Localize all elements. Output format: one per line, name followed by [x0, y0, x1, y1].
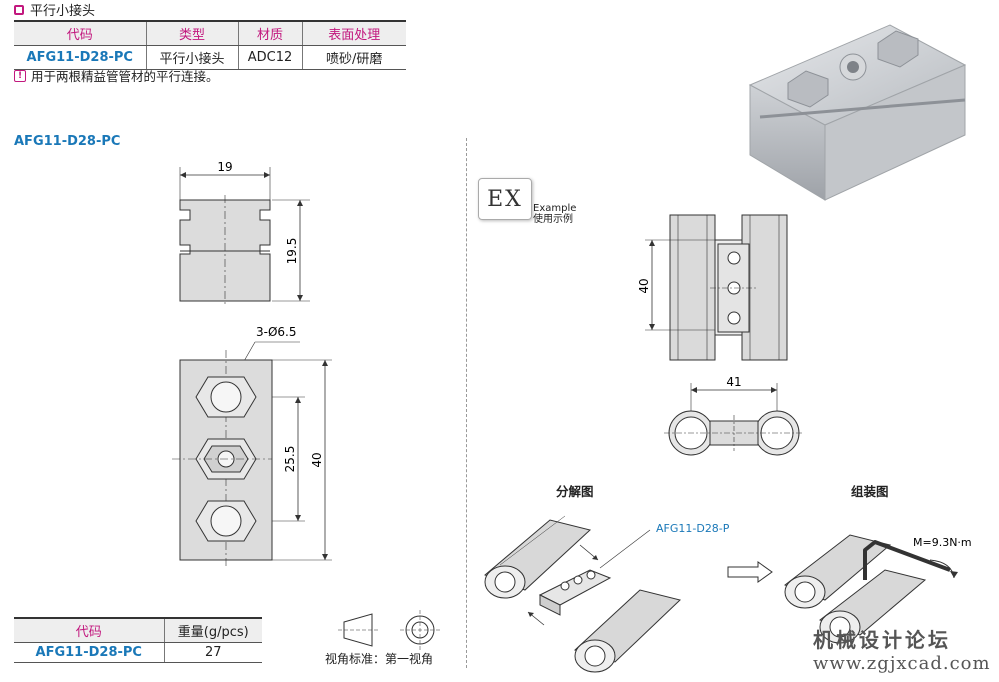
dim-pitch-label: 25.5: [283, 446, 297, 473]
weight-cell-weight: 27: [163, 642, 262, 663]
example-dim-41-label: 41: [726, 375, 741, 389]
exploded-view: AFG11-D28-PC: [484, 515, 730, 673]
weight-cell-code: AFG11-D28-PC: [14, 642, 164, 663]
section-title: AFG11-D28-PC: [14, 134, 121, 149]
spec-cell-type: 平行小接头: [145, 45, 238, 70]
weight-table: 代码 重量(g/pcs) AFG11-D28-PC 27: [14, 617, 262, 663]
example-label-cn: 使用示例: [533, 214, 573, 225]
page-header: 平行小接头: [14, 0, 95, 19]
projection-label: 视角标准：第一视角: [325, 652, 434, 666]
square-bullet-icon: [14, 4, 24, 15]
weight-header-weight: 重量(g/pcs): [163, 617, 262, 643]
example-dim-40-label: 40: [637, 278, 651, 293]
spec-cell-code: AFG11-D28-PC: [14, 45, 146, 70]
torque-label: M=9.3N·m: [913, 536, 972, 549]
exploded-callout: AFG11-D28-PC: [656, 522, 730, 535]
watermark-en: www.zgjxcad.com: [813, 653, 991, 674]
exploded-title: 分解图: [556, 484, 594, 499]
first-angle-projection-icon: [338, 610, 440, 650]
hole-callout: 3-Ø6.5: [256, 325, 297, 339]
dim-height-label: 19.5: [285, 238, 299, 265]
spec-header-type: 类型: [145, 20, 238, 46]
usage-note-text: 用于两根精益管管材的平行连接。: [31, 69, 219, 84]
watermark: 机械设计论坛 www.zgjxcad.com: [813, 624, 991, 674]
right-arrow-icon: [727, 561, 773, 583]
exclamation-icon: !: [14, 69, 26, 82]
spec-header-material: 材质: [237, 20, 302, 46]
product-photo: [748, 24, 967, 201]
watermark-cn: 机械设计论坛: [813, 628, 951, 652]
usage-note: ! 用于两根精益管管材的平行连接。: [14, 66, 219, 85]
spec-cell-finish: 喷砂/研磨: [301, 45, 406, 70]
spec-table: 代码 类型 材质 表面处理 AFG11-D28-PC 平行小接头 ADC12 喷…: [14, 20, 406, 70]
side-view-drawing: 19 19.5: [179, 160, 310, 305]
example-front-view: 40: [637, 214, 788, 361]
page-title: 平行小接头: [30, 4, 96, 19]
example-section-view: 41: [664, 375, 804, 456]
dim-width-label: 19: [217, 160, 232, 174]
assembled-title: 组装图: [851, 484, 889, 499]
top-view-drawing: 3-Ø6.5 25.5 40: [172, 325, 332, 568]
spec-header-code: 代码: [14, 20, 146, 46]
assembled-view: M=9.3N·m: [783, 534, 972, 644]
weight-header-code: 代码: [14, 617, 164, 643]
spec-cell-material: ADC12: [237, 45, 302, 70]
column-divider: [466, 138, 467, 668]
spec-header-finish: 表面处理: [301, 20, 406, 46]
dim-length-label: 40: [310, 452, 324, 467]
example-label: Example 使用示例: [533, 203, 576, 225]
example-badge: EX: [478, 178, 532, 220]
example-label-en: Example: [533, 203, 577, 214]
